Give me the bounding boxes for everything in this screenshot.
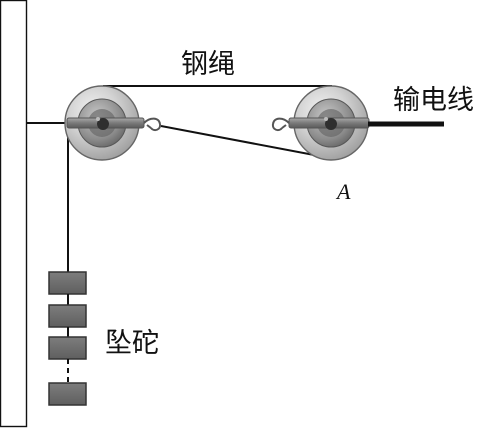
power-line-label: 输电线: [393, 85, 474, 116]
counterweight-block: [48, 271, 87, 295]
rope-label: 钢绳: [181, 49, 235, 80]
hook-tip: [146, 124, 152, 129]
right-pulley: [271, 85, 370, 161]
point-a-label: A: [335, 179, 351, 204]
pulley-axle: [325, 118, 337, 130]
axle-highlight: [324, 117, 328, 121]
hook-tip: [281, 124, 287, 129]
counterweight-block: [48, 382, 87, 406]
counterweight-block: [48, 336, 87, 360]
lower-rope: [160, 125, 331, 159]
wall-post: [0, 0, 28, 428]
counterweight-block: [48, 304, 87, 328]
counterweight-label: 坠砣: [105, 328, 159, 359]
axle-highlight: [96, 117, 100, 121]
left-pulley: [64, 85, 162, 161]
pulley-axle: [97, 118, 109, 130]
hook-icon: [143, 117, 162, 132]
hook-icon: [271, 117, 290, 132]
